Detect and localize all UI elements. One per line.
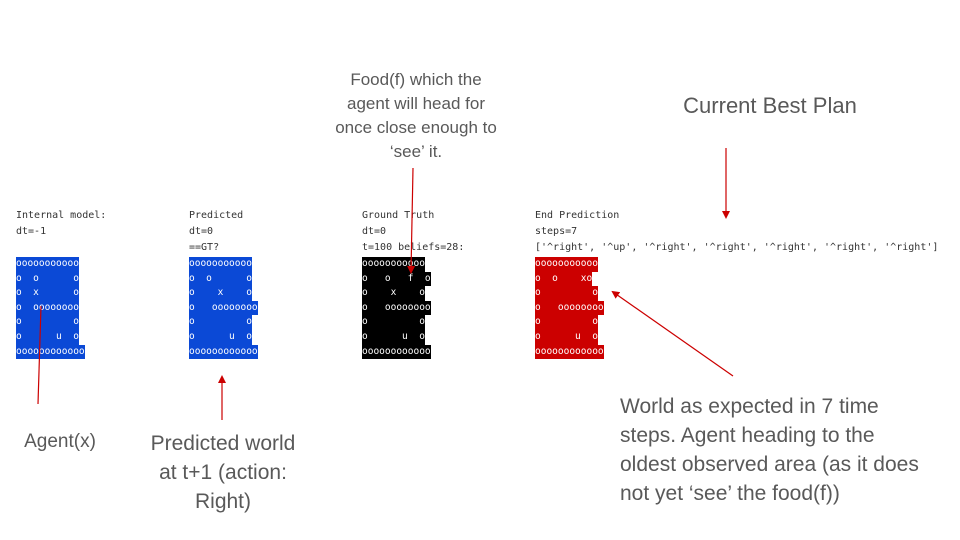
grid-row: o o xo: [535, 271, 604, 287]
annotation-food: Food(f) which the agent will head for on…: [335, 70, 497, 161]
grid-row: o oooooooo: [535, 300, 604, 316]
grid-row-text: oooooooooooo: [535, 344, 604, 360]
grid-row-text: oooooooooooo: [362, 344, 431, 360]
grid-row: o o o: [16, 271, 85, 287]
grid-row-text: o oooooooo: [362, 300, 431, 316]
grid-row-text: oooooooooooo: [189, 344, 258, 360]
grid-row: o u o: [189, 329, 258, 345]
panel-end-prediction: End Prediction steps=7 ['^right', '^up',…: [535, 208, 938, 256]
grid-row: o x o: [189, 286, 258, 301]
panel-dt: dt=0: [189, 226, 214, 237]
grid-row-text: o u o: [189, 329, 252, 345]
grid-row-text: o u o: [535, 329, 598, 345]
grid-row: o u o: [362, 329, 431, 345]
grid-row: o oooooooo: [362, 300, 431, 316]
grid-row: ooooooooooo: [189, 257, 258, 272]
grid-row: oooooooooooo: [189, 344, 258, 360]
panel-title: End Prediction: [535, 210, 620, 221]
grid-row-text: o o: [535, 315, 598, 330]
grid-row-text: o x o: [362, 286, 425, 301]
grid-row-text: o o: [535, 286, 598, 301]
grid-row: o o o: [189, 271, 258, 287]
panel-title: Internal model:: [16, 210, 107, 221]
grid-row: o o: [535, 315, 604, 330]
grid-row: o oooooooo: [189, 300, 258, 316]
grid-row-text: o o f o: [362, 271, 431, 287]
grid-row-text: o u o: [362, 329, 425, 345]
panel-internal-model: Internal model: dt=-1: [16, 208, 106, 256]
grid-row-text: o o o: [189, 271, 252, 287]
panel-title: Predicted: [189, 210, 244, 221]
panel-title: Ground Truth: [362, 210, 435, 221]
grid-row-text: o o o: [16, 271, 79, 287]
grid-row: o oooooooo: [16, 300, 85, 316]
grid-row: o u o: [535, 329, 604, 345]
grid-row: ooooooooooo: [535, 257, 604, 272]
grid-row-text: o o: [16, 315, 79, 330]
grid-row-text: o o: [189, 315, 252, 330]
grid-row-text: o x o: [189, 286, 252, 301]
panel-plan: ['^right', '^up', '^right', '^right', '^…: [535, 242, 939, 253]
grid-row: o o: [535, 286, 604, 301]
panel-beliefs: t=100 beliefs=28:: [362, 242, 465, 253]
annotation-expected-world: World as expected in 7 time steps. Agent…: [620, 395, 919, 505]
grid-row-text: o oooooooo: [189, 300, 258, 316]
grid-row: o x o: [16, 286, 85, 301]
grid-row-text: ooooooooooo: [189, 257, 252, 272]
grid-row: oooooooooooo: [362, 344, 431, 360]
grid-row: o o: [189, 315, 258, 330]
grid-row: o x o: [362, 286, 431, 301]
panel-ground-truth: Ground Truth dt=0 t=100 beliefs=28:: [362, 208, 464, 256]
arrow-agent: [37, 305, 42, 405]
grid-row-text: o x o: [16, 286, 79, 301]
grid-row: o o f o: [362, 271, 431, 287]
grid-row-text: ooooooooooo: [535, 257, 598, 272]
grid-row: oooooooooooo: [535, 344, 604, 360]
grid-row-text: o u o: [16, 329, 79, 345]
annotation-agent: Agent(x): [24, 431, 96, 452]
panel-dt: dt=-1: [16, 226, 47, 237]
arrow-expected: [611, 290, 734, 377]
grid-row-text: oooooooooooo: [16, 344, 85, 360]
grid-row-text: o o: [362, 315, 425, 330]
grid-row-text: o o xo: [535, 271, 593, 287]
grid-row: o u o: [16, 329, 85, 345]
panel-dt: dt=0: [362, 226, 387, 237]
arrow-food: [407, 167, 416, 274]
panel-steps: steps=7: [535, 226, 578, 237]
grid-row-text: o oooooooo: [16, 300, 79, 316]
annotation-best-plan: Current Best Plan: [683, 93, 857, 118]
grid-row: o o: [16, 315, 85, 330]
panel-gt-check: ==GT?: [189, 242, 220, 253]
grid-row: oooooooooooo: [16, 344, 85, 360]
panel-predicted: Predicted dt=0 ==GT?: [189, 208, 243, 256]
grid-row: ooooooooooo: [16, 257, 85, 272]
grid-row-text: ooooooooooo: [16, 257, 79, 272]
grid-row: o o: [362, 315, 431, 330]
annotation-predicted-world: Predicted world at t+1 (action: Right): [150, 432, 296, 513]
grid-row-text: o oooooooo: [535, 300, 604, 316]
